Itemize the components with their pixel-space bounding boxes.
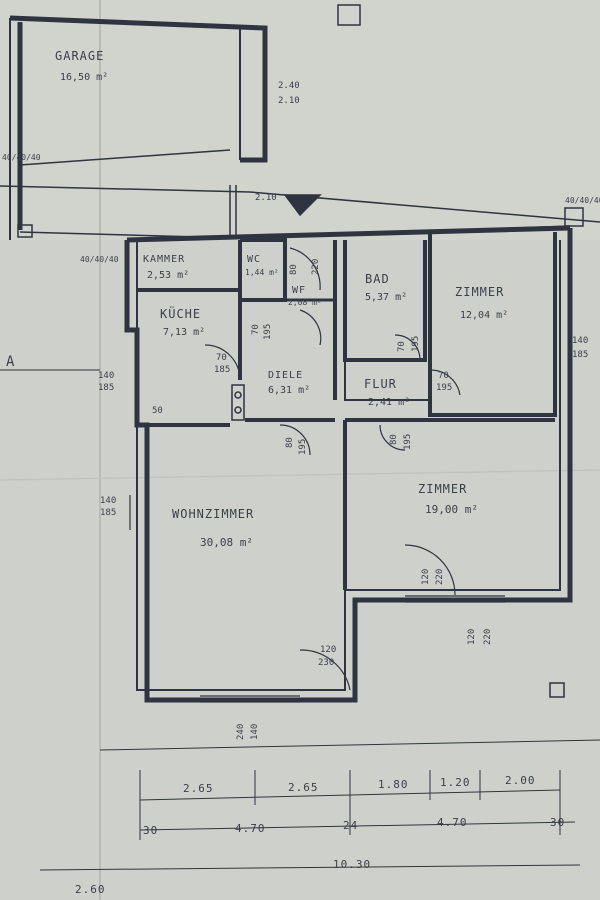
left2-window-140: 140 (100, 496, 116, 506)
front-window-140: 140 (250, 724, 260, 740)
grid-mark-a: 40/40/40 (80, 255, 119, 264)
zimmer-large-area: 19,00 m² (425, 503, 478, 516)
dim-row1-1: 2.65 (183, 782, 214, 795)
paper-fold-horizontal (0, 469, 600, 481)
zimmer-right-area: 12,04 m² (460, 310, 508, 321)
gate-dim: 2.10 (255, 193, 277, 203)
kammer-name: KAMMER (143, 254, 185, 265)
wf-name: WF (292, 285, 306, 296)
wc-area: 1,44 m² (245, 268, 279, 277)
zimmer2-door-220: 220 (435, 569, 445, 585)
right-window-185: 185 (572, 350, 588, 360)
garage-dim-240: 2.40 (278, 81, 300, 91)
flur-name: FLUR (364, 377, 397, 391)
door-swings (204, 247, 461, 691)
section-mark: A (6, 354, 15, 370)
dim-row1-2: 2.65 (288, 781, 319, 794)
flur-area: 2,41 m² (368, 397, 410, 408)
right-bottom-220: 220 (483, 629, 493, 645)
dim-row2-3: 24 (343, 819, 358, 832)
flur-door-195: 195 (436, 383, 452, 393)
bad-door-70: 70 (397, 341, 407, 352)
front-door-230: 230 (318, 658, 334, 668)
dim-row2-1: 30 (143, 824, 158, 837)
garage-dim-210: 2.10 (278, 96, 300, 106)
diele-name: DIELE (268, 370, 303, 381)
front-window-240: 240 (236, 724, 246, 740)
dim-row1-4: 1.20 (440, 776, 471, 789)
dim-row1-3: 1.80 (378, 778, 409, 791)
right-bottom-120: 120 (467, 629, 477, 645)
kueche-name: KÜCHE (160, 305, 201, 321)
kueche-door-185: 185 (214, 365, 230, 375)
dim-row2-2: 4.70 (235, 822, 266, 835)
wohn-door-195: 195 (298, 439, 308, 455)
dim-extra: 2.60 (75, 883, 106, 896)
wc-door-80: 80 (289, 264, 299, 275)
garage-area: 16,50 m² (60, 72, 108, 83)
left2-window-185: 185 (100, 508, 116, 518)
kueche-door-70: 70 (216, 353, 227, 363)
fixtures (17, 4, 584, 698)
wohnzimmer-name: WOHNZIMMER (172, 507, 254, 521)
kammer-area: 2,53 m² (147, 270, 189, 281)
kueche-area: 7,13 m² (163, 327, 205, 338)
dim-row2-5: 30 (550, 816, 565, 829)
bad-area: 5,37 m² (365, 292, 407, 303)
zimmer-large-name: ZIMMER (418, 482, 467, 496)
right-window-140: 140 (572, 336, 588, 346)
diele-door-70: 70 (251, 324, 261, 335)
wc-door-220: 220 (311, 259, 321, 275)
dim-row2-4: 4.70 (437, 816, 468, 829)
diele-area: 6,31 m² (268, 385, 310, 396)
wohnzimmer-area: 30,08 m² (200, 536, 253, 549)
grid-mark-c: 40/40/40 (2, 153, 41, 162)
zimmer-right-name: ZIMMER (455, 285, 504, 299)
zimmer-door-80: 80 (389, 434, 399, 445)
left-window-185: 185 (98, 383, 114, 393)
garage-name: GARAGE (55, 49, 104, 63)
wf-area: 2,08 m² (288, 298, 322, 307)
bad-name: BAD (365, 272, 390, 286)
grid-mark-b: 40/40/40 (565, 196, 600, 205)
windows (129, 330, 557, 703)
left-window-140: 140 (98, 371, 114, 381)
diele-door-195: 195 (263, 324, 273, 340)
front-door-120: 120 (320, 645, 336, 655)
zimmer-door-195: 195 (403, 434, 413, 450)
dim-total: 10.30 (333, 858, 371, 871)
kueche-side-50: 50 (152, 406, 163, 416)
wohn-door-80: 80 (285, 437, 295, 448)
bad-door-195: 195 (411, 336, 421, 352)
dimension-lines (0, 369, 600, 871)
dim-row1-5: 2.00 (505, 774, 536, 787)
zimmer2-door-120: 120 (421, 569, 431, 585)
walls (0, 15, 600, 703)
wc-name: WC (247, 254, 261, 265)
flur-door-70: 70 (438, 371, 449, 381)
